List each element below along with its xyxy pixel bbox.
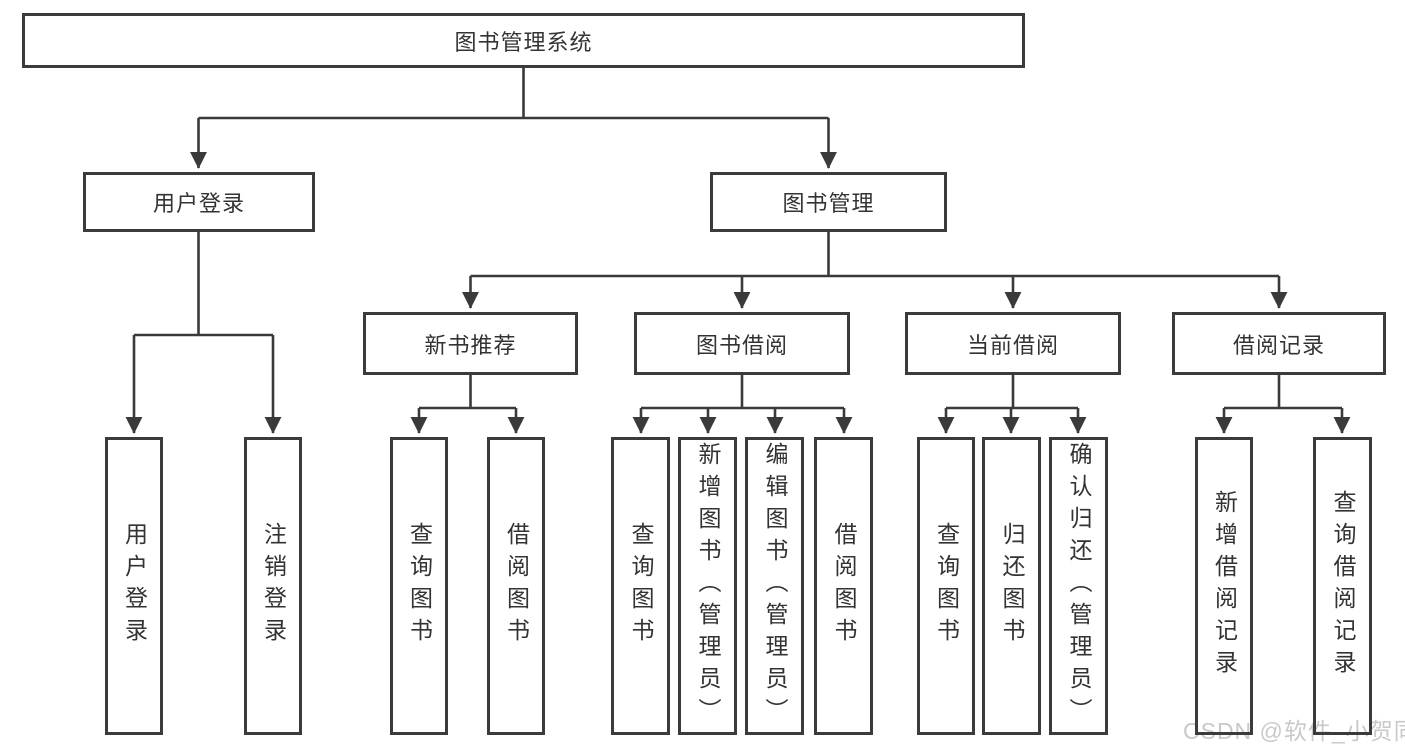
leaf-query-books-recommend: 查询图书 bbox=[390, 437, 448, 735]
node-borrowing-records: 借阅记录 bbox=[1172, 312, 1386, 375]
node-user-login: 用户登录 bbox=[83, 172, 315, 232]
leaf-user-login: 用户登录 bbox=[105, 437, 163, 735]
leaf-return-book: 归还图书 bbox=[982, 437, 1041, 735]
node-new-book-recommendation: 新书推荐 bbox=[363, 312, 578, 375]
leaf-confirm-return-admin: 确认归还（管理员） bbox=[1049, 437, 1108, 735]
leaf-add-book-admin: 新增图书（管理员） bbox=[678, 437, 737, 735]
leaf-query-borrow-record: 查询借阅记录 bbox=[1313, 437, 1372, 735]
leaf-edit-book-admin: 编辑图书（管理员） bbox=[745, 437, 804, 735]
leaf-borrow-books-recommend: 借阅图书 bbox=[487, 437, 545, 735]
leaf-query-books-current: 查询图书 bbox=[917, 437, 975, 735]
leaf-borrow-books: 借阅图书 bbox=[814, 437, 873, 735]
node-library-management-system: 图书管理系统 bbox=[22, 13, 1025, 68]
watermark-text: CSDN @软件_小贺同学 bbox=[1183, 718, 1405, 744]
leaf-add-borrow-record: 新增借阅记录 bbox=[1195, 437, 1253, 735]
node-book-borrowing: 图书借阅 bbox=[634, 312, 850, 375]
node-book-management: 图书管理 bbox=[710, 172, 947, 232]
leaf-logout: 注销登录 bbox=[244, 437, 302, 735]
leaf-query-books-borrow: 查询图书 bbox=[611, 437, 670, 735]
node-current-borrowing: 当前借阅 bbox=[905, 312, 1121, 375]
